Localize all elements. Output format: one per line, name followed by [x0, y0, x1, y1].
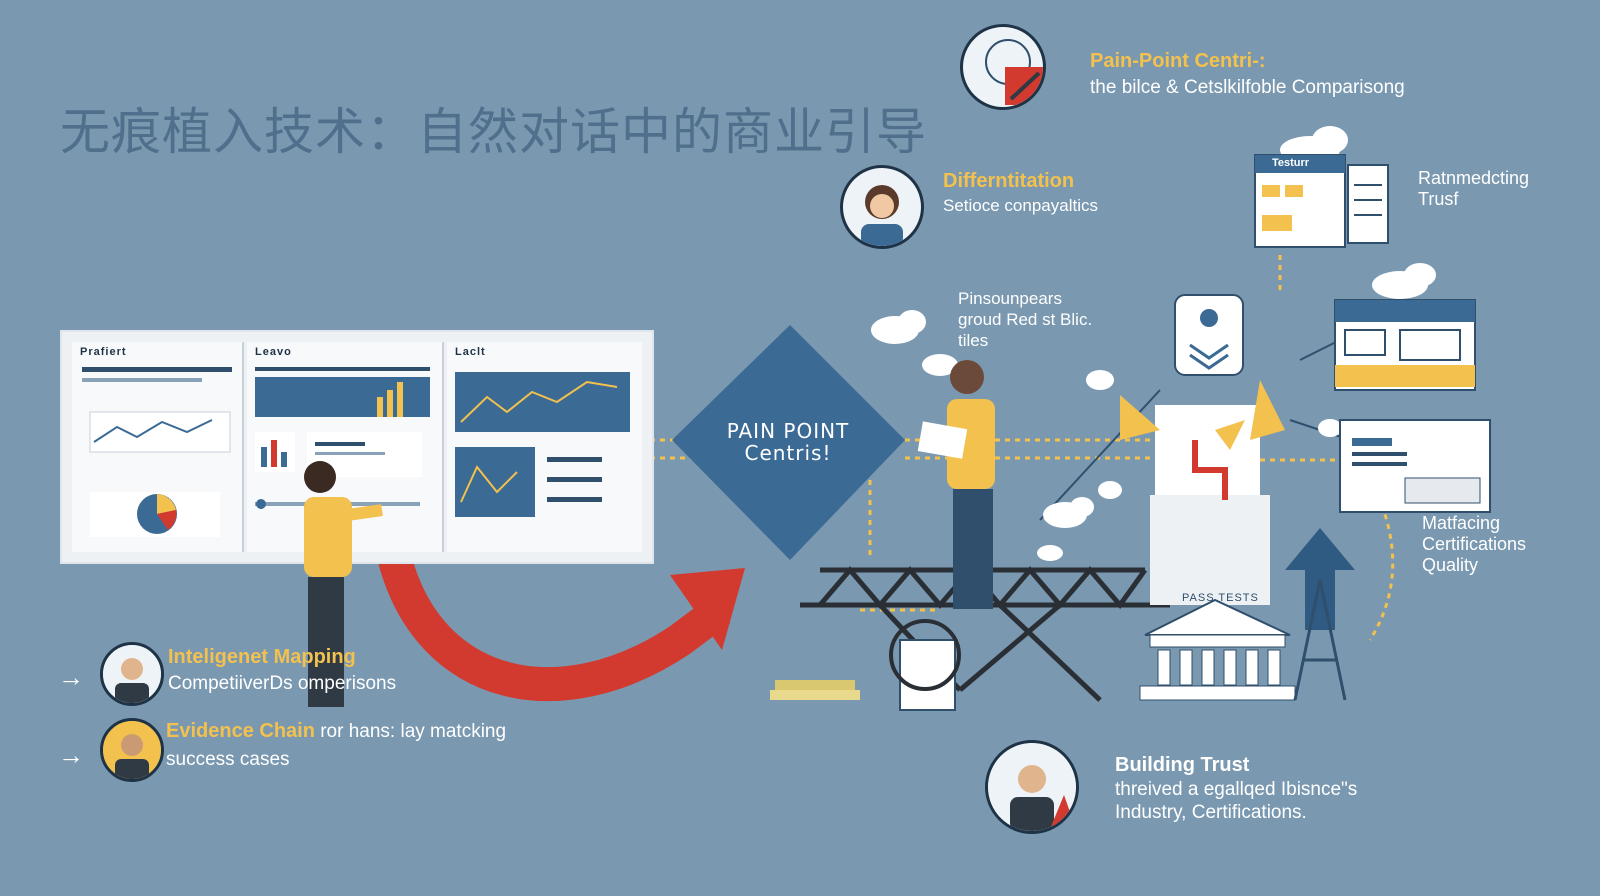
man-avatar — [100, 642, 164, 706]
analytics-dashboard: Prafiert Leavo — [60, 330, 654, 564]
arrow-right-icon: → — [58, 740, 84, 770]
differentiation-heading: Differntitation — [943, 170, 1075, 192]
woman-avatar — [840, 165, 924, 249]
trend-chart-icon — [455, 372, 630, 517]
bar-chart-icon — [255, 367, 430, 509]
intelligent-mapping-body: CompetiiverDs omperisons — [168, 673, 397, 694]
trust-note: Ratnmedcting Trusf — [1418, 168, 1529, 210]
report-card — [1339, 419, 1491, 513]
evidence-chain-body: success cases — [166, 749, 290, 770]
dashboard-panel-3: Laclt — [447, 342, 642, 552]
radio-tower — [1293, 579, 1347, 701]
person-presenter — [917, 360, 995, 609]
dashboard-panel-title: Leavo — [255, 346, 292, 358]
arrow-right-icon: → — [58, 662, 84, 692]
certifications-note-line2: Certifications — [1422, 534, 1527, 554]
speech-line1: Pinsounpears — [958, 289, 1062, 308]
intelligent-mapping-heading: Inteligenet Mapping — [168, 646, 356, 668]
document-card-top — [1254, 154, 1389, 248]
speech-line3: tiles — [958, 331, 989, 350]
trust-note-line1: Ratnmedcting — [1418, 168, 1530, 188]
page-title: 无痕植入技术：自然对话中的商业引导 — [60, 103, 927, 161]
dashboard-panel-1: Prafiert — [72, 342, 244, 552]
evidence-chain-row: Evidence Chain ror hans: lay matcking — [166, 720, 506, 743]
money-stack — [770, 619, 961, 711]
certifications-note: Matfacing Certifications Quality — [1422, 513, 1526, 576]
building-sign: PASS TESTS — [1182, 592, 1259, 604]
man-avatar — [100, 718, 164, 782]
diamond-label-line1: PAIN POINT — [726, 419, 850, 443]
evidence-chain-tail: ror hans: lay matcking — [314, 721, 507, 742]
person-analyst — [304, 461, 383, 707]
businessman-avatar — [985, 740, 1079, 834]
dashboard-panel-title: Prafiert — [80, 346, 127, 358]
line-chart-icon — [82, 367, 232, 537]
speech-line2: groud Red st Blic. — [958, 310, 1093, 329]
central-tower — [1120, 294, 1285, 605]
red-curved-arrow — [378, 555, 731, 702]
building-trust-line2: Industry, Certifications. — [1115, 802, 1307, 823]
diamond-label-line2: Centris! — [744, 441, 832, 465]
speech-text: Pinsounpears groud Red st Blic. tiles — [958, 288, 1092, 351]
evidence-chain-heading: Evidence Chain — [166, 720, 315, 742]
differentiation-body: Setioce conpayaltics — [943, 196, 1098, 215]
globe-icon — [960, 24, 1046, 110]
diamond-label: PAIN POINT Centris! — [708, 420, 868, 464]
building-trust-line1: threived a egallqed Ibisnce"s — [1115, 779, 1358, 800]
certifications-note-line1: Matfacing — [1422, 513, 1501, 533]
pain-point-body: the bilce & Cetslkilfoble Comparisong — [1090, 77, 1405, 98]
certifications-note-line3: Quality — [1422, 555, 1479, 575]
storefront-card — [1334, 299, 1476, 391]
pain-point-diamond — [672, 325, 905, 560]
pain-point-heading: Pain-Point Centri-: — [1090, 50, 1266, 72]
clouds — [871, 126, 1436, 561]
temple-building — [1139, 598, 1296, 701]
dashboard-panel-title: Laclt — [455, 346, 486, 358]
trust-note-line2: Trusf — [1418, 189, 1459, 209]
building-trust-heading: Building Trust — [1115, 754, 1250, 776]
document-label: Testurr — [1272, 157, 1310, 169]
